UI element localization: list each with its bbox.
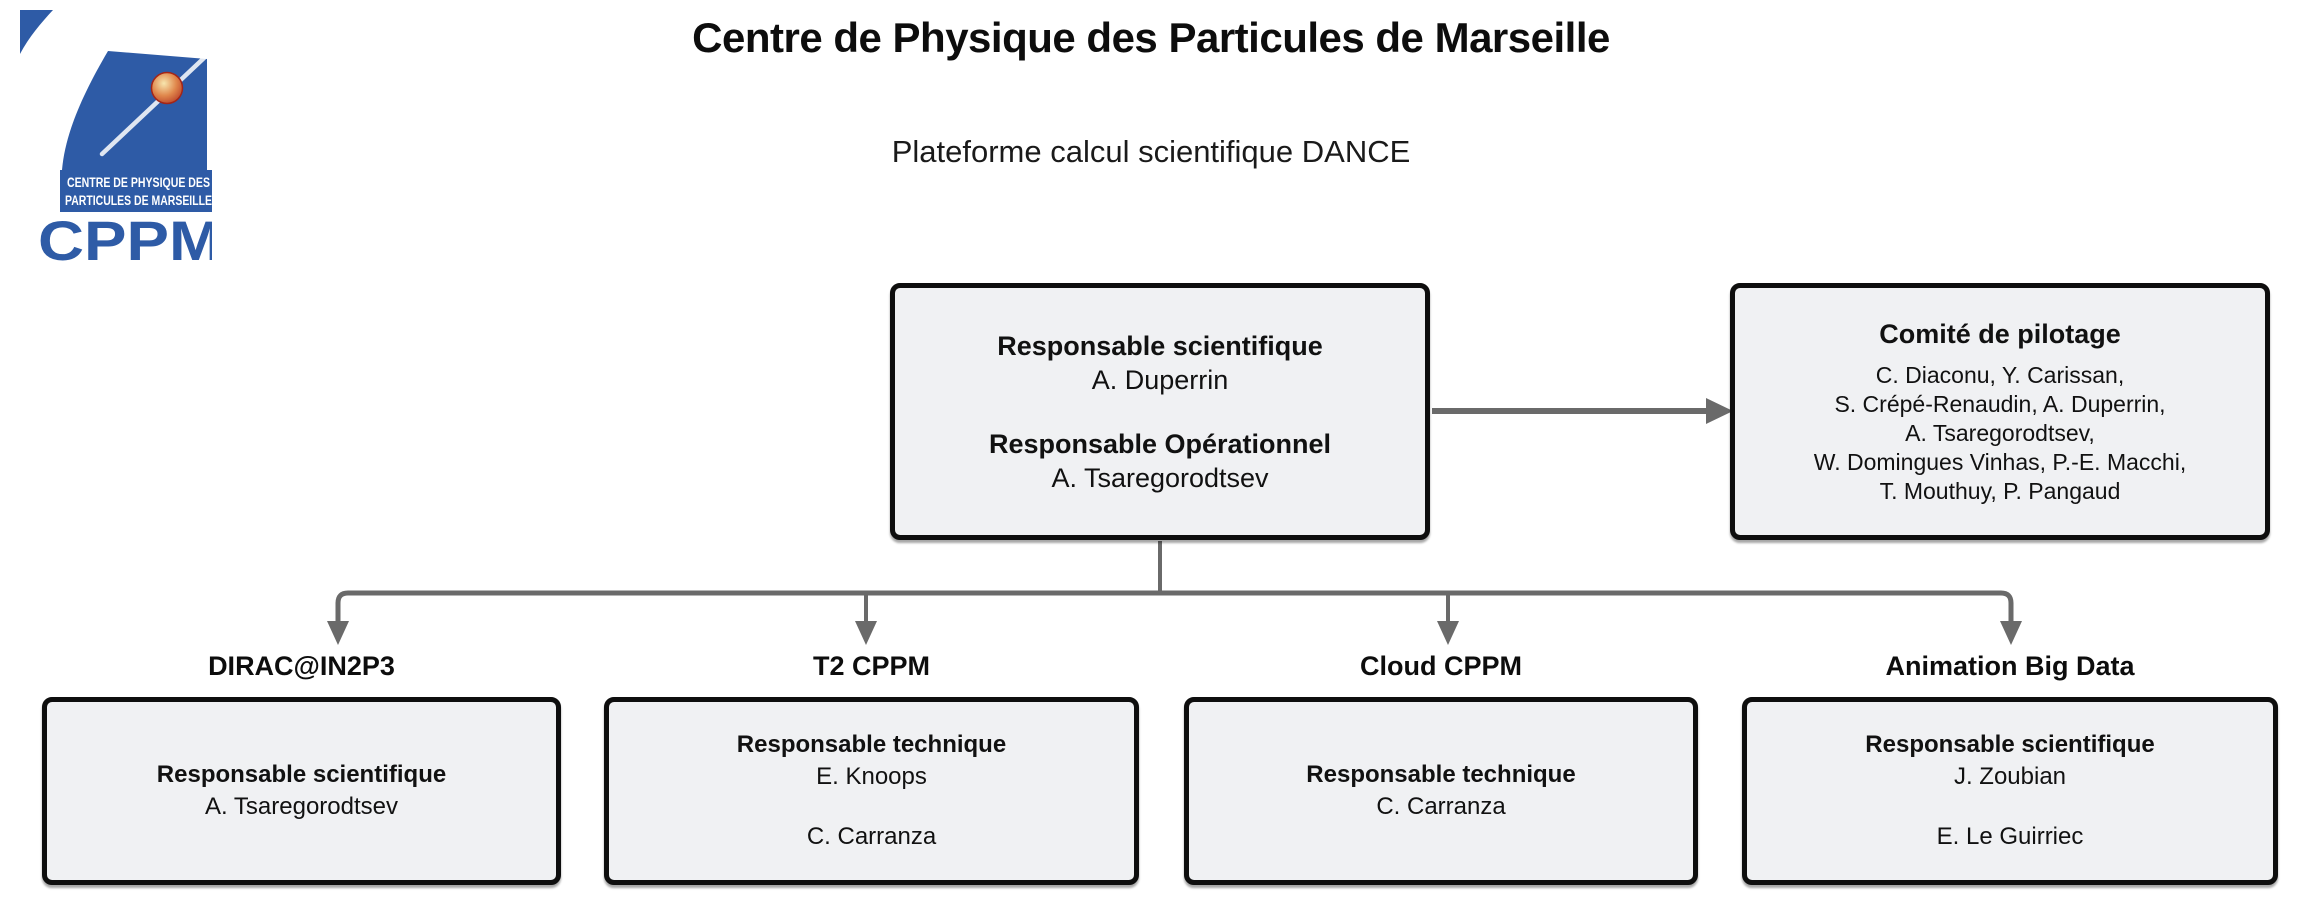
logo-band-line2: PARTICULES DE MARSEILLE (65, 193, 212, 208)
unit-box-bigdata: Responsable scientifique J. Zoubian E. L… (1742, 697, 2278, 885)
cppm-logo: CENTRE DE PHYSIQUE DES PARTICULES DE MAR… (20, 10, 212, 266)
unit-label-cloud: Cloud CPPM (1360, 651, 1522, 681)
arrowhead-down-icon (1437, 621, 1459, 645)
role-label: Responsable scientifique (156, 761, 447, 788)
comite-title: Comité de pilotage (1879, 319, 2121, 349)
member-line: C. Diaconu, Y. Carissan, (1875, 362, 2125, 388)
member-name: A. Tsaregorodtsev (1051, 462, 1269, 493)
member-name: J. Zoubian (1953, 763, 2067, 790)
member-name: A. Duperrin (1091, 364, 1229, 395)
logo-text-band (60, 170, 212, 212)
member-name: E. Knoops (816, 763, 927, 790)
role-label: Responsable scientifique (1865, 731, 2155, 758)
unit-box-cloud: Responsable technique C. Carranza (1184, 697, 1698, 885)
logo-particle-icon (150, 71, 184, 105)
member-name: A. Tsaregorodtsev (205, 793, 398, 820)
unit-label-dirac: DIRAC@IN2P3 (208, 651, 395, 681)
member-line: A. Tsaregorodtsev, (1905, 420, 2095, 446)
arrowhead-down-icon (855, 621, 877, 645)
arrow-direction-to-comite-icon (1432, 398, 1733, 424)
unit-box-t2cppm: Responsable technique E. Knoops C. Carra… (604, 697, 1139, 885)
member-line: W. Domingues Vinhas, P.-E. Macchi, (1813, 449, 2187, 475)
direction-box: Responsable scientifique A. Duperrin Res… (890, 283, 1430, 540)
member-name: C. Carranza (806, 823, 937, 850)
role-label: Responsable Opérationnel (988, 428, 1332, 459)
member-line: T. Mouthuy, P. Pangaud (1879, 478, 2121, 504)
role-label: Responsable scientifique (997, 330, 1323, 361)
member-name: C. Carranza (1376, 793, 1506, 820)
arrowhead-down-icon (327, 621, 349, 645)
page-title: Centre de Physique des Particules de Mar… (692, 14, 1610, 61)
role-label: Responsable technique (736, 731, 1007, 758)
logo-acronym: CPPM (38, 209, 212, 266)
role-label: Responsable technique (1306, 761, 1576, 788)
member-line: S. Crépé-Renaudin, A. Duperrin, (1834, 391, 2166, 417)
unit-label-t2cppm: T2 CPPM (812, 651, 931, 681)
arrowhead-down-icon (2000, 621, 2022, 645)
tree-connector-icon (327, 541, 2022, 645)
logo-sail-icon (20, 10, 207, 172)
comite-box: Comité de pilotage C. Diaconu, Y. Cariss… (1730, 283, 2270, 540)
logo-band-line1: CENTRE DE PHYSIQUE DES (67, 175, 210, 190)
unit-label-bigdata: Animation Big Data (1885, 651, 2135, 681)
member-name: E. Le Guirriec (1936, 823, 2084, 850)
page-subtitle: Plateforme calcul scientifique DANCE (891, 134, 1411, 169)
unit-box-dirac: Responsable scientifique A. Tsaregorodts… (42, 697, 561, 885)
